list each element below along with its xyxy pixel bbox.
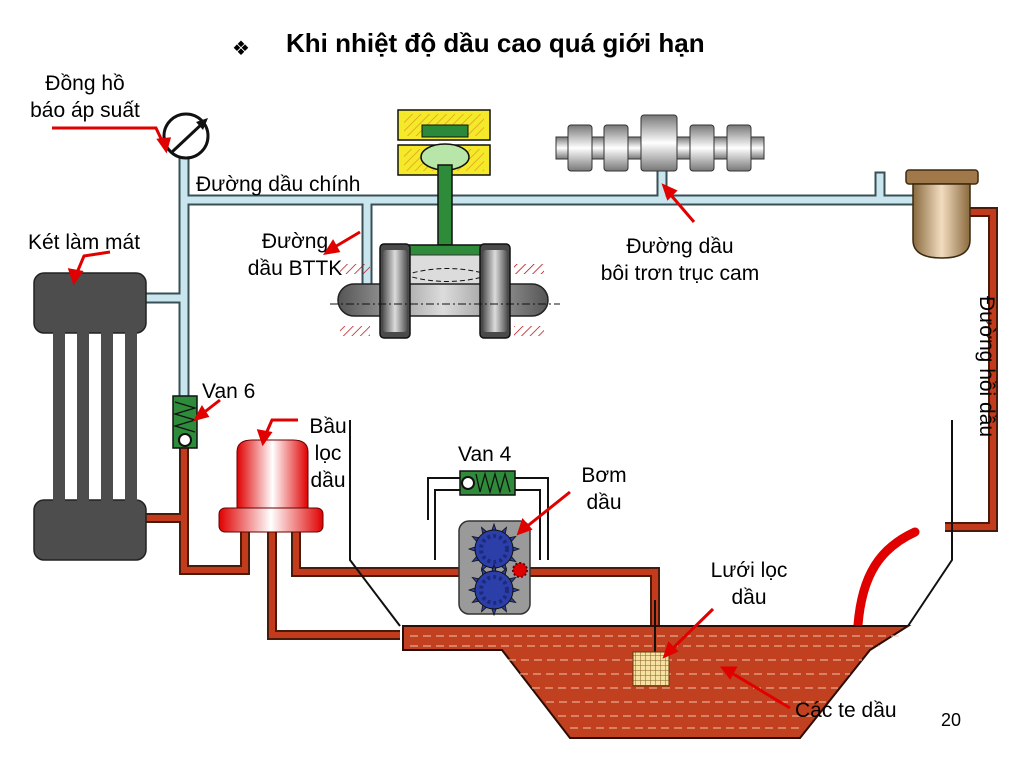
page-number: 20: [941, 710, 962, 730]
label-crank-oil-line: Đường dầu BTTK: [230, 228, 360, 282]
pressure-gauge-icon: [162, 112, 210, 160]
label-strainer-line1: Lưới lọc: [710, 559, 788, 582]
label-main-gallery: Đường dầu chính: [196, 173, 361, 196]
label-valve-4: Van 4: [458, 443, 512, 466]
label-return-text: Đường hồi dầu: [975, 296, 998, 438]
title-bullet-icon: ❖: [232, 38, 250, 60]
label-crank-line2: dầu BTTK: [247, 257, 343, 280]
label-pressure-gauge-line1: Đồng hồ: [45, 72, 125, 95]
label-pump-line1: Bơm: [581, 464, 627, 487]
label-oil-filter: Bầu lọc dầu: [300, 413, 356, 494]
slide-title: ❖ Khi nhiệt độ dầu cao quá giới hạn: [226, 28, 826, 64]
label-oil-strainer: Lưới lọc dầu: [694, 557, 804, 611]
label-return-line: Đường hồi dầu: [972, 296, 1002, 471]
label-filter-line2: lọc: [314, 442, 342, 465]
label-strainer-line2: dầu: [731, 586, 767, 609]
pump-gear-upper: [467, 522, 521, 576]
oil-pump: [458, 520, 531, 617]
camshaft: [555, 114, 765, 172]
valve-6: [172, 395, 198, 449]
label-oil-cooler: Két làm mát: [28, 231, 141, 254]
title-text: Khi nhiệt độ dầu cao quá giới hạn: [286, 28, 705, 58]
annotation-pointers: [52, 126, 791, 710]
label-valve-6: Van 6: [202, 380, 256, 403]
label-pressure-gauge: Đồng hồ báo áp suất: [10, 70, 160, 124]
oil-filter: [218, 439, 324, 533]
label-filter-line1: Bầu: [309, 415, 347, 438]
pump-gear-lower: [467, 563, 521, 617]
label-pressure-gauge-line2: báo áp suất: [30, 99, 140, 122]
label-cam-oil-line: Đường dầu bôi trơn trục cam: [575, 233, 785, 287]
label-pump-line2: dầu: [586, 491, 622, 514]
valve-4: [459, 470, 516, 496]
valve4-bypass-lines: [427, 477, 549, 560]
crankshaft: [330, 243, 560, 339]
label-crank-line1: Đường: [261, 230, 329, 253]
label-oil-sump: Các te dầu: [795, 699, 897, 722]
label-cam-line1: Đường dầu: [626, 235, 734, 258]
return-bulb: [905, 169, 979, 259]
oil-cooler: [33, 272, 147, 561]
label-filter-line3: dầu: [310, 469, 346, 492]
main-gallery-pipes: [139, 149, 924, 440]
label-cam-line2: bôi trơn trục cam: [600, 262, 760, 285]
label-oil-pump: Bơm dầu: [574, 462, 634, 516]
